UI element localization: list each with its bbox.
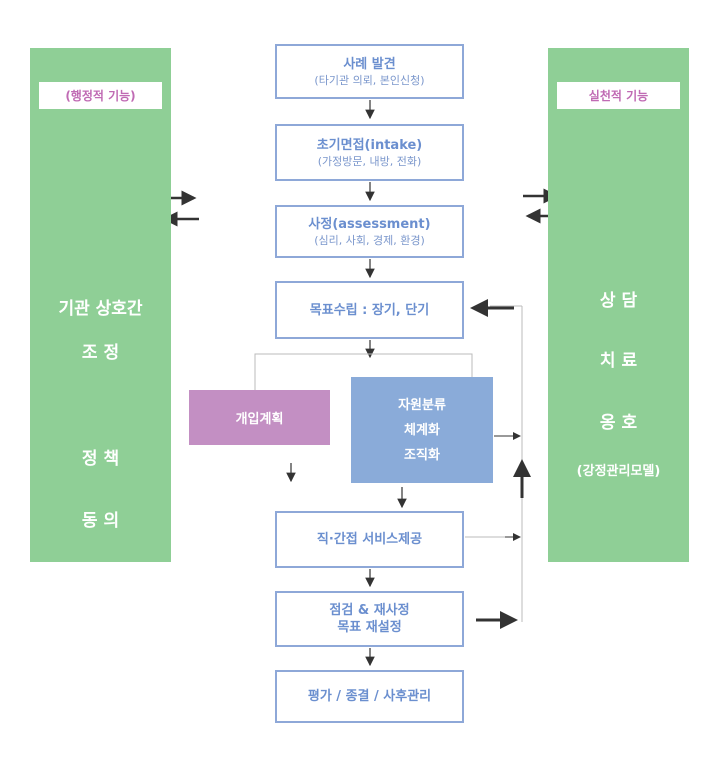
service-title: 직·간접 서비스제공 — [316, 532, 423, 547]
intervention-plan-title: 개입계획 — [235, 412, 284, 427]
resources-line1: 자원분류 — [398, 397, 446, 413]
case-discovery-title: 사례 발견 — [343, 56, 396, 72]
assessment-box: 사정(assessment) (심리, 사회, 경제, 환경) — [275, 205, 464, 258]
right-panel-line4: (강정관리모델) — [576, 464, 661, 479]
intervention-plan-box: 개입계획 — [189, 390, 330, 445]
evaluation-box: 평가 / 종결 / 사후관리 — [275, 670, 464, 723]
left-panel-line1: 기관 상호간 — [58, 299, 143, 319]
goal-setting-title: 목표수립 : 장기, 단기 — [309, 302, 430, 318]
left-panel-line2: 조 정 — [81, 343, 120, 363]
branch-line — [254, 353, 473, 390]
left-panel: (행정적 기능) 기관 상호간 조 정 정 책 동 의 — [30, 48, 171, 562]
left-panel-line3: 정 책 — [81, 449, 120, 469]
resources-box: 자원분류 체계화 조직화 — [351, 377, 493, 483]
resources-line3: 조직화 — [404, 447, 440, 463]
service-box: 직·간접 서비스제공 — [275, 511, 464, 568]
right-panel-line1: 상 담 — [599, 291, 638, 311]
reassessment-line2: 목표 재설정 — [337, 620, 402, 635]
reassessment-line1: 점검 & 재사정 — [329, 603, 410, 618]
intake-sub: (가정방문, 내방, 전화) — [317, 154, 422, 168]
reassessment-box: 점검 & 재사정 목표 재설정 — [275, 591, 464, 647]
assessment-title: 사정(assessment) — [308, 216, 431, 232]
intake-box: 초기면접(intake) (가정방문, 내방, 전화) — [275, 124, 464, 181]
right-panel-tag: 실천적 기능 — [557, 82, 680, 109]
case-discovery-sub: (타기관 의뢰, 본인신청) — [314, 73, 425, 87]
intake-title: 초기면접(intake) — [316, 137, 423, 153]
assessment-sub: (심리, 사회, 경제, 환경) — [314, 233, 425, 247]
evaluation-title: 평가 / 종결 / 사후관리 — [307, 689, 432, 704]
resources-line2: 체계화 — [404, 422, 440, 438]
right-panel: 실천적 기능 상 담 치 료 옹 호 (강정관리모델) — [548, 48, 689, 562]
case-discovery-box: 사례 발견 (타기관 의뢰, 본인신청) — [275, 44, 464, 99]
right-panel-line2: 치 료 — [599, 351, 638, 371]
left-panel-line4: 동 의 — [81, 511, 120, 531]
left-panel-tag: (행정적 기능) — [39, 82, 162, 109]
goal-setting-box: 목표수립 : 장기, 단기 — [275, 281, 464, 339]
right-panel-line3: 옹 호 — [599, 413, 638, 433]
